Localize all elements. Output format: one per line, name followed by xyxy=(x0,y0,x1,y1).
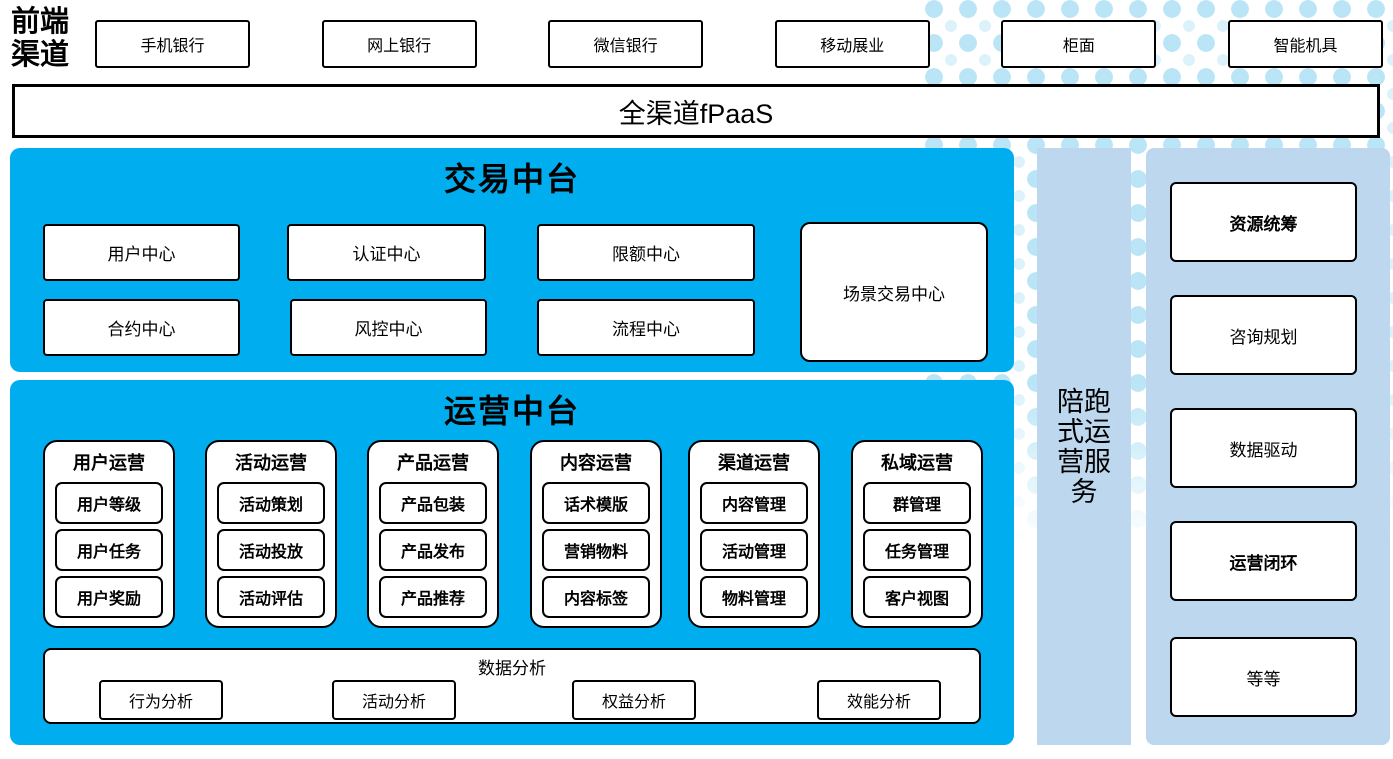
analysis-item-efficiency: 效能分析 xyxy=(817,680,941,720)
ops-item: 活动评估 xyxy=(217,576,325,618)
analysis-item-rights: 权益分析 xyxy=(572,680,696,720)
service-box-etc: 等等 xyxy=(1170,637,1357,717)
ops-item: 物料管理 xyxy=(700,576,808,618)
front-channels-label: 前端渠道 xyxy=(10,6,69,71)
trade-platform-panel: 交易中台 用户中心 认证中心 限额中心 合约中心 风控中心 流程中心 场景交易中… xyxy=(10,148,1014,372)
ops-group-title: 产品运营 xyxy=(397,453,469,473)
ops-item: 营销物料 xyxy=(542,529,650,571)
analysis-item-behavior: 行为分析 xyxy=(99,680,223,720)
service-panel: 资源统筹 咨询规划 数据驱动 运营闭环 等等 xyxy=(1146,148,1390,745)
ops-item: 任务管理 xyxy=(863,529,971,571)
ops-group-title: 活动运营 xyxy=(235,453,307,473)
channel-box-wechat-banking: 微信银行 xyxy=(548,20,704,68)
ops-group-title: 渠道运营 xyxy=(718,453,790,473)
center-box-process: 流程中心 xyxy=(537,299,755,356)
ops-group-title: 私域运营 xyxy=(881,453,953,473)
ops-group-title: 用户运营 xyxy=(73,453,145,473)
center-box-limit: 限额中心 xyxy=(537,224,755,281)
channel-box-counter: 柜面 xyxy=(1001,20,1157,68)
ops-item: 产品包装 xyxy=(379,482,487,524)
front-channels-row: 手机银行 网上银行 微信银行 移动展业 柜面 智能机具 xyxy=(95,20,1383,68)
ops-group-private-domain: 私域运营 群管理 任务管理 客户视图 xyxy=(851,440,983,628)
data-analysis-panel: 数据分析 行为分析 活动分析 权益分析 效能分析 xyxy=(43,648,981,724)
ops-platform-panel: 运营中台 用户运营 用户等级 用户任务 用户奖励 活动运营 活动策划 活动投放 … xyxy=(10,380,1014,745)
channel-box-mobile-marketing: 移动展业 xyxy=(774,20,930,68)
ops-item: 活动管理 xyxy=(700,529,808,571)
channel-box-online-banking: 网上银行 xyxy=(321,20,477,68)
ops-group-activity: 活动运营 活动策划 活动投放 活动评估 xyxy=(205,440,337,628)
center-box-user: 用户中心 xyxy=(43,224,240,281)
ops-item: 话术模版 xyxy=(542,482,650,524)
trade-platform-title: 交易中台 xyxy=(443,161,580,197)
channel-box-smart-devices: 智能机具 xyxy=(1227,20,1383,68)
service-box-consulting: 咨询规划 xyxy=(1170,295,1357,375)
ops-item: 内容管理 xyxy=(700,482,808,524)
service-box-closed-loop: 运营闭环 xyxy=(1170,521,1357,601)
ops-item: 用户等级 xyxy=(55,482,163,524)
accompany-service-strip: 陪跑式运营服务 xyxy=(1037,148,1131,745)
center-box-risk: 风控中心 xyxy=(290,299,487,356)
data-analysis-title: 数据分析 xyxy=(478,659,546,678)
ops-item: 客户视图 xyxy=(863,576,971,618)
ops-item: 用户任务 xyxy=(55,529,163,571)
ops-item: 活动投放 xyxy=(217,529,325,571)
analysis-item-activity: 活动分析 xyxy=(332,680,456,720)
ops-group-product: 产品运营 产品包装 产品发布 产品推荐 xyxy=(367,440,499,628)
ops-group-content: 内容运营 话术模版 营销物料 内容标签 xyxy=(530,440,662,628)
ops-group-title: 内容运营 xyxy=(560,453,632,473)
ops-item: 群管理 xyxy=(863,482,971,524)
service-box-resource: 资源统筹 xyxy=(1170,182,1357,262)
service-box-data-driven: 数据驱动 xyxy=(1170,408,1357,488)
ops-item: 产品推荐 xyxy=(379,576,487,618)
ops-item: 内容标签 xyxy=(542,576,650,618)
ops-group-channel: 渠道运营 内容管理 活动管理 物料管理 xyxy=(688,440,820,628)
ops-item: 产品发布 xyxy=(379,529,487,571)
ops-item: 活动策划 xyxy=(217,482,325,524)
channel-box-mobile-banking: 手机银行 xyxy=(95,20,250,68)
accompany-service-label: 陪跑式运营服务 xyxy=(1057,386,1111,507)
ops-group-user: 用户运营 用户等级 用户任务 用户奖励 xyxy=(43,440,175,628)
ops-item: 用户奖励 xyxy=(55,576,163,618)
ops-platform-title: 运营中台 xyxy=(443,393,580,429)
center-box-auth: 认证中心 xyxy=(287,224,486,281)
center-box-scene-trade: 场景交易中心 xyxy=(800,222,988,362)
center-box-contract: 合约中心 xyxy=(43,299,240,356)
fpaas-bar: 全渠道fPaaS xyxy=(12,84,1380,138)
